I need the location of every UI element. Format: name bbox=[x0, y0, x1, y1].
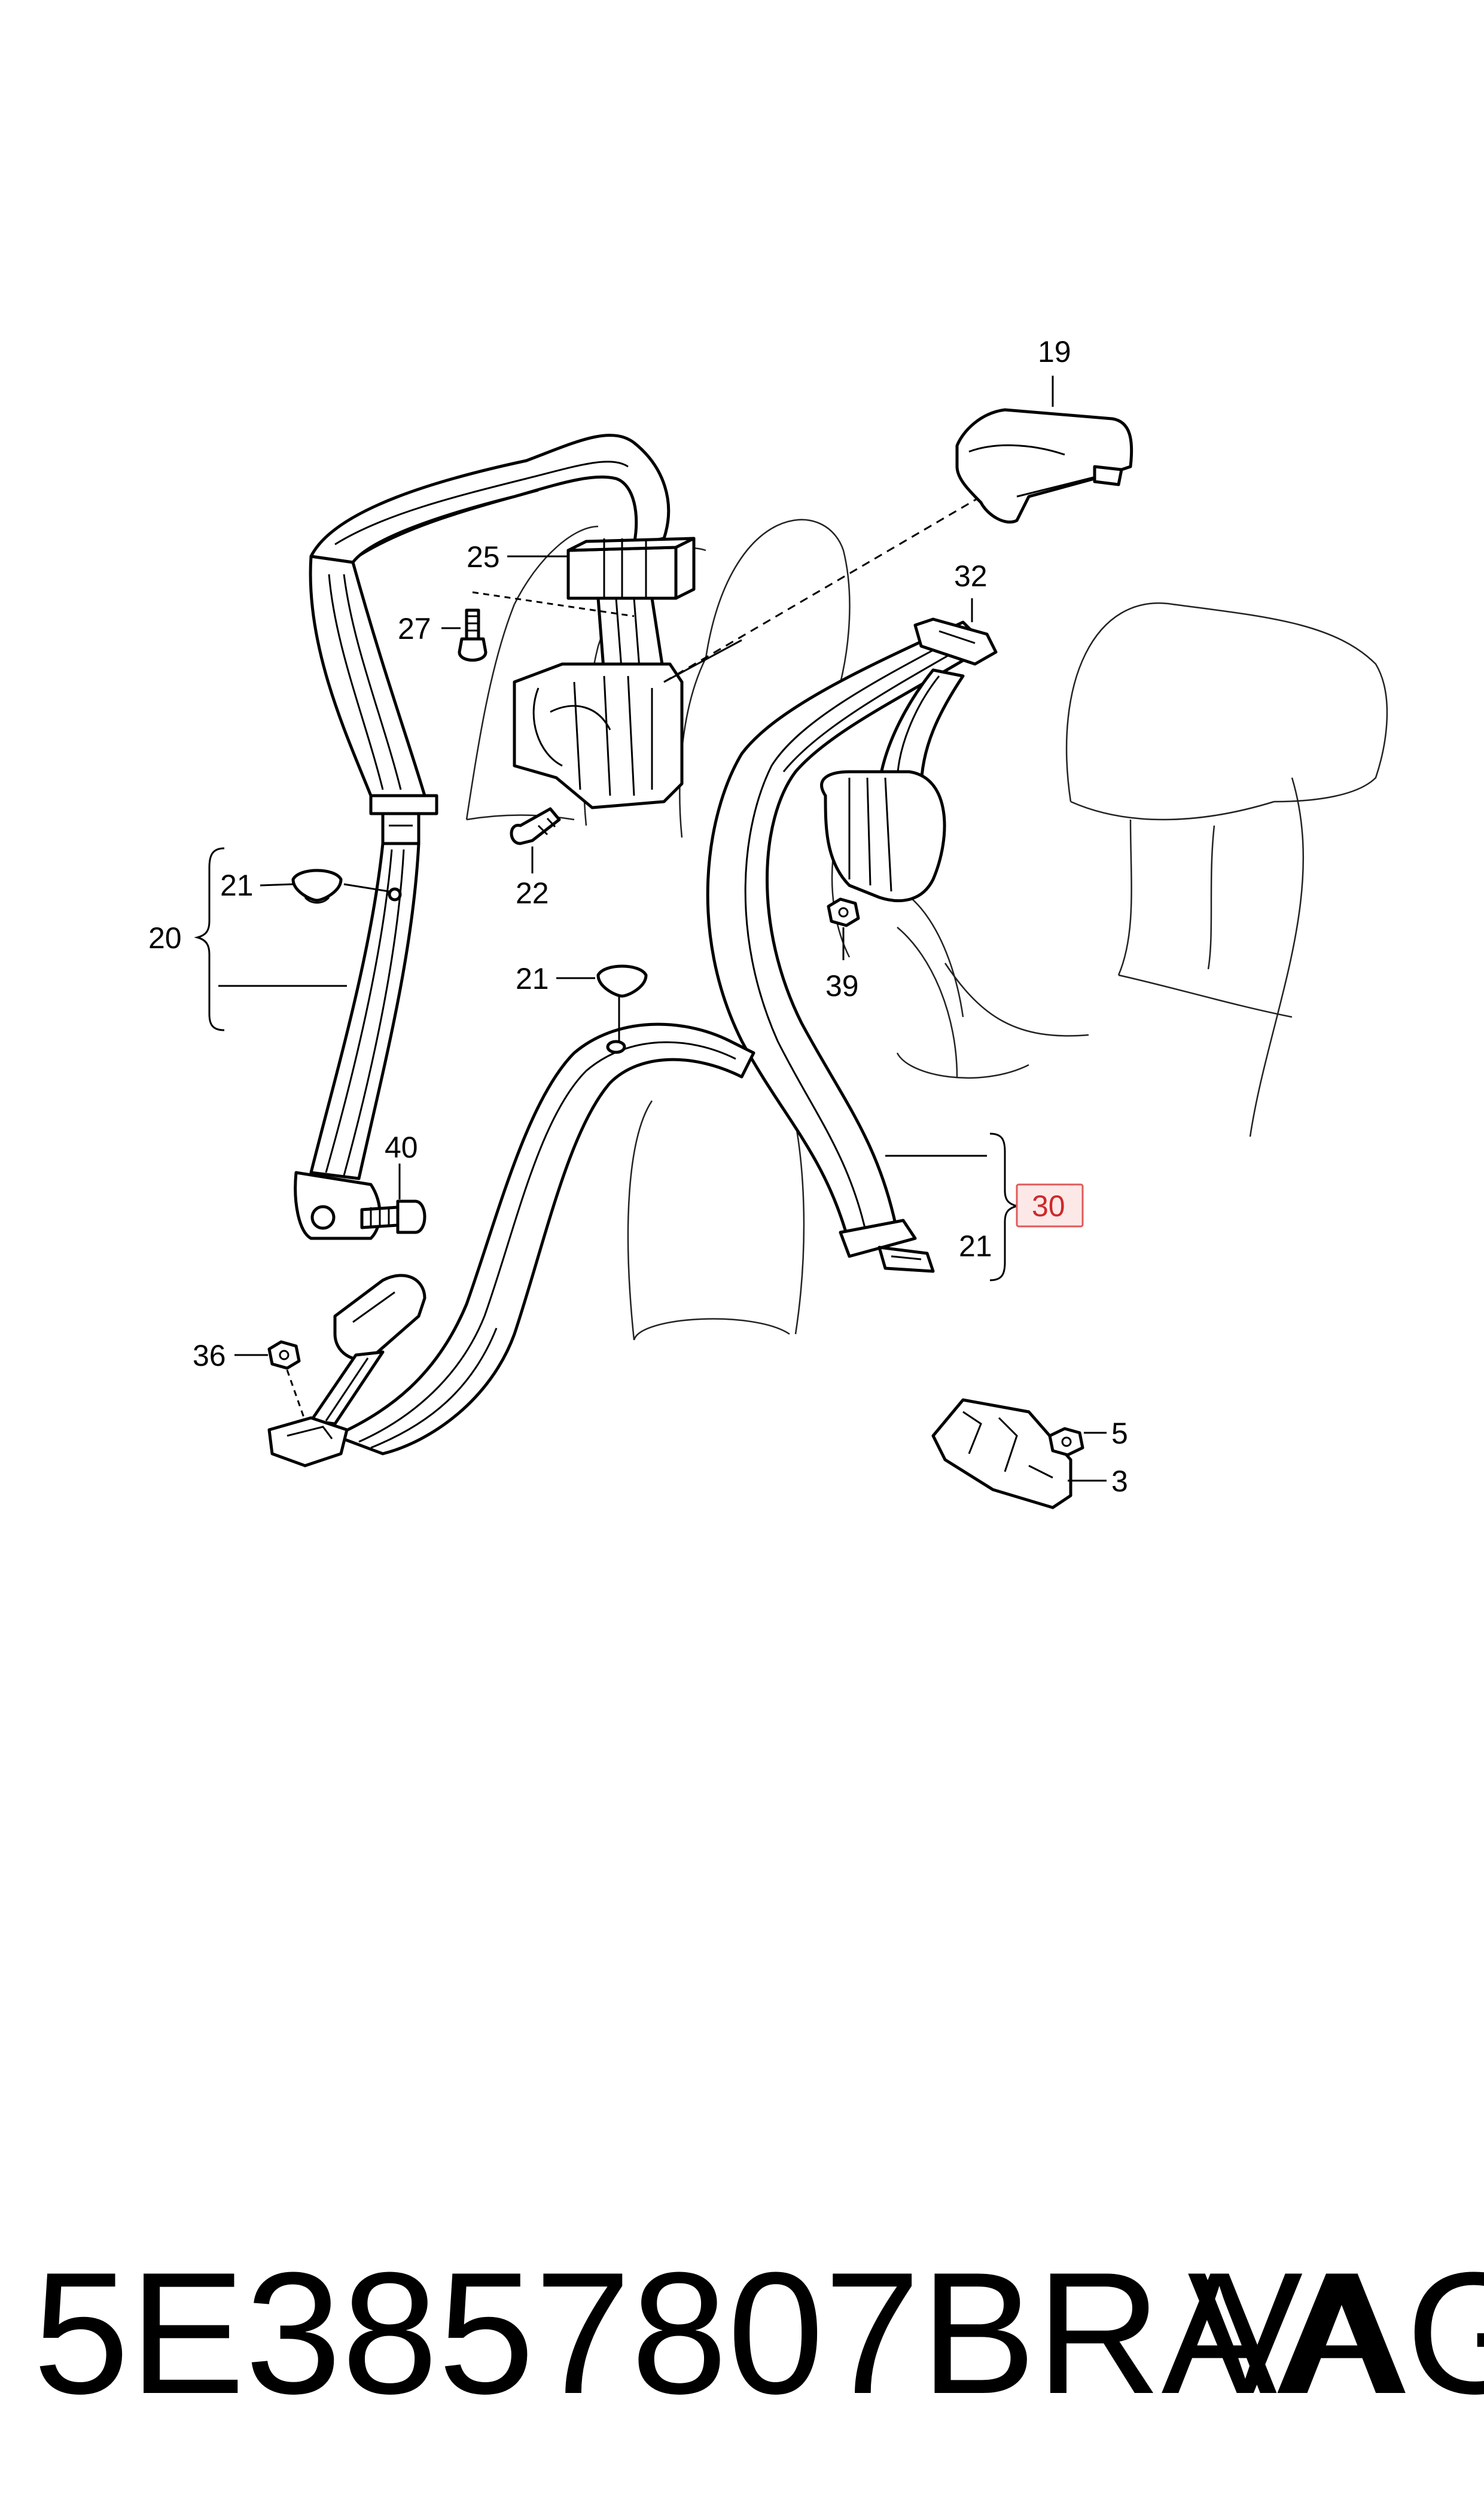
lower-buckle-assembly bbox=[267, 964, 755, 1467]
upper-seatback-outline bbox=[465, 525, 599, 821]
highlight-box-30 bbox=[1016, 1183, 1084, 1228]
callout-30: 30 bbox=[1032, 1189, 1065, 1223]
callout-20: 20 bbox=[148, 921, 182, 955]
brand-name: VAG bbox=[1187, 2236, 1484, 2430]
callout-3: 3 bbox=[1111, 1464, 1128, 1498]
callout-22: 22 bbox=[516, 876, 549, 910]
callout-labels: 19 32 25 27 22 21 20 21 39 40 30 21 36 5… bbox=[148, 335, 1128, 1498]
callout-27: 27 bbox=[398, 612, 431, 646]
callout-21-left: 21 bbox=[220, 869, 254, 902]
trim-cover-19 bbox=[955, 408, 1133, 524]
callout-36: 36 bbox=[193, 1339, 226, 1372]
callout-25: 25 bbox=[467, 540, 500, 574]
callout-21-center: 21 bbox=[516, 962, 549, 995]
center-belt-30 bbox=[663, 495, 998, 1273]
callout-32: 32 bbox=[954, 559, 988, 593]
bracket-5-3 bbox=[931, 1398, 1084, 1509]
callout-19: 19 bbox=[1038, 335, 1071, 369]
front-seat-headrest-outline bbox=[944, 602, 1388, 1137]
left-lower-belt bbox=[291, 794, 438, 1240]
callout-21-right: 21 bbox=[959, 1229, 992, 1263]
part-number: 5E3857807BRAA bbox=[33, 2236, 1394, 2430]
callout-39: 39 bbox=[825, 969, 859, 1003]
bracket-30 bbox=[989, 1132, 1020, 1281]
bracket-20 bbox=[194, 847, 225, 1031]
left-retractor-assembly bbox=[309, 434, 696, 845]
leader-lines bbox=[218, 376, 1107, 1482]
callout-40: 40 bbox=[385, 1131, 418, 1164]
callout-5: 5 bbox=[1111, 1417, 1128, 1450]
